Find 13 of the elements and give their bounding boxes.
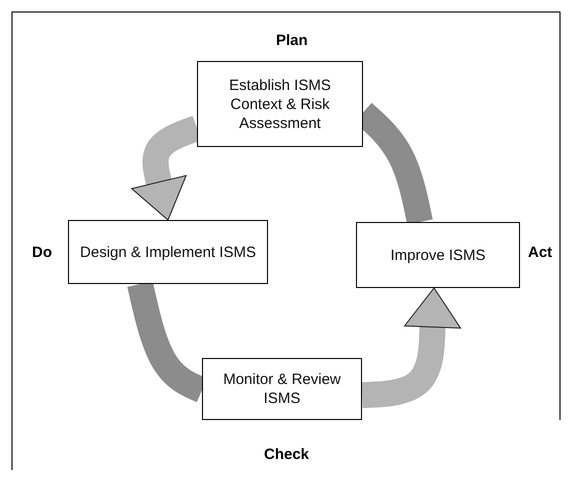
process-box [197,61,363,147]
phase-label: Plan [276,32,308,49]
phase-label: Do [32,244,52,261]
box-text: Monitor & Review ISMS [222,370,342,408]
phase-label: Act [528,244,552,261]
phase-label: Check [264,446,310,463]
box-text: Design & Implement ISMS [80,242,256,262]
process-box [356,222,520,288]
process-box [68,220,268,284]
curved-arrow [360,288,462,408]
box-text: Improve ISMS [390,246,486,264]
process-box [202,358,362,420]
box-text: Establish ISMS Context & Risk Assessment [228,76,332,132]
